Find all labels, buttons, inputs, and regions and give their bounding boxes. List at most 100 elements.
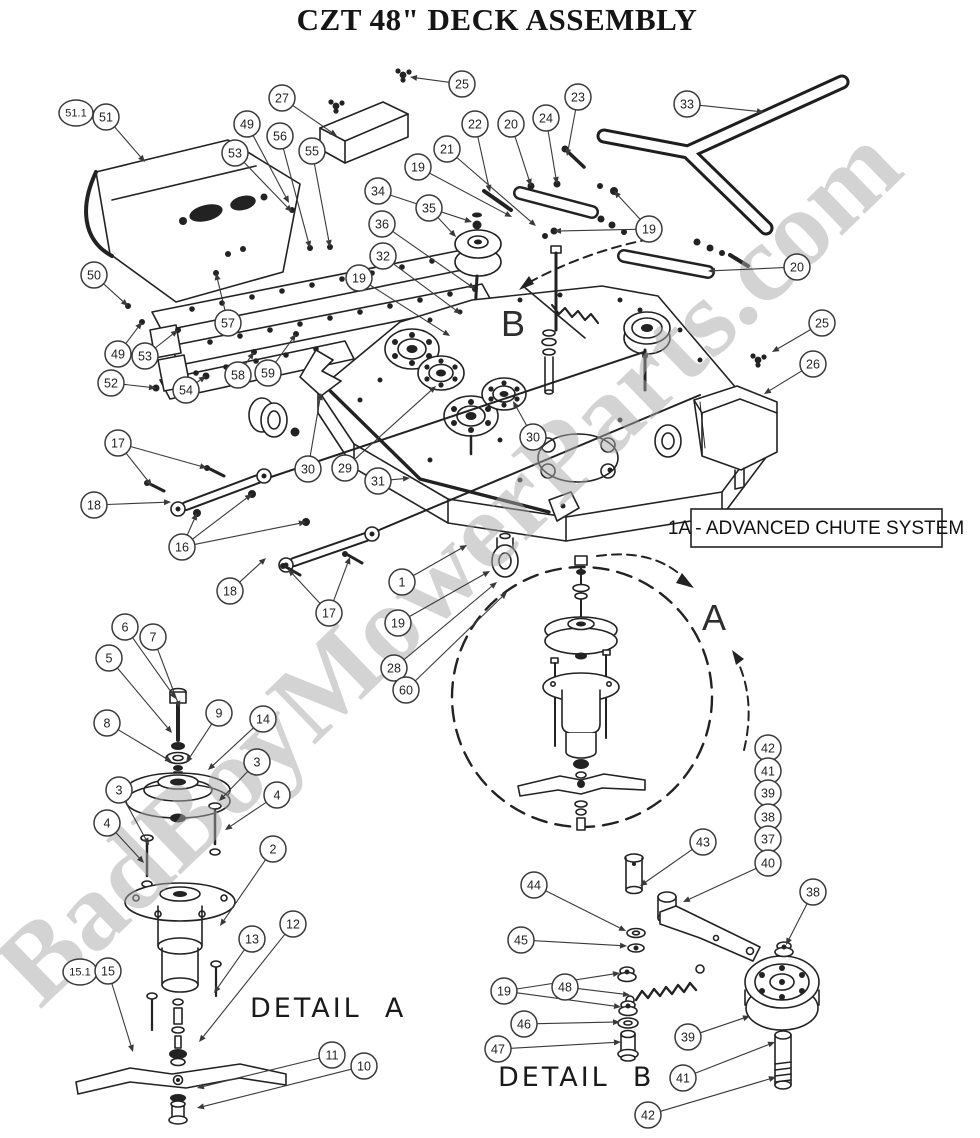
- callout-51: 51: [92, 103, 145, 162]
- callout-24: 24: [532, 104, 560, 184]
- svg-text:7: 7: [150, 631, 157, 645]
- callout-balloon: [80, 261, 108, 289]
- callout-balloon: [172, 376, 200, 404]
- callout-balloon: [388, 568, 416, 596]
- callout-45: 45: [507, 926, 627, 954]
- svg-text:41: 41: [761, 765, 775, 779]
- callout-55: 55: [298, 137, 332, 247]
- svg-text:34: 34: [371, 185, 385, 199]
- svg-text:33: 33: [680, 98, 694, 112]
- svg-text:59: 59: [261, 367, 275, 381]
- callout-balloon: [80, 491, 108, 519]
- callout-32: 32: [369, 242, 461, 314]
- callout-19: 19: [554, 191, 663, 243]
- callout-15.1: 15.1: [62, 958, 98, 986]
- callout-balloon: [214, 309, 242, 337]
- svg-text:21: 21: [440, 143, 454, 157]
- svg-text:22: 22: [468, 118, 482, 132]
- svg-text:39: 39: [681, 1031, 695, 1045]
- callout-balloon: [298, 137, 326, 165]
- svg-text:60: 60: [399, 684, 413, 698]
- callout-balloon: [433, 135, 461, 163]
- callout-balloon: [364, 177, 392, 205]
- callout-33: 33: [673, 90, 764, 118]
- svg-text:28: 28: [387, 662, 401, 676]
- svg-text:2: 2: [270, 843, 277, 857]
- callout-16: 16: [168, 494, 306, 561]
- callout-balloon: [392, 676, 420, 704]
- callout-balloon: [104, 429, 132, 457]
- clutch-pulley: [623, 311, 671, 392]
- callout-balloon: [318, 1041, 346, 1069]
- callout-28: 28: [380, 582, 497, 682]
- callout-balloon: [497, 110, 525, 138]
- callout-balloon: [448, 70, 476, 98]
- callout-balloon: [93, 709, 121, 737]
- detail-b-label: DETAIL B: [498, 1062, 654, 1093]
- callout-balloon: [799, 350, 827, 378]
- callout-balloon: [238, 925, 266, 953]
- svg-text:4: 4: [104, 817, 111, 831]
- callout-balloon: [364, 467, 392, 495]
- view-a-arrowhead: [676, 573, 694, 588]
- callout-30: 30: [513, 401, 547, 451]
- svg-text:51: 51: [99, 111, 113, 125]
- callout-29: 29: [331, 386, 436, 482]
- svg-text:45: 45: [514, 934, 528, 948]
- callout-balloon: [404, 153, 432, 181]
- callout-balloon: [368, 210, 396, 238]
- svg-text:39: 39: [761, 787, 775, 801]
- callout-balloon: [268, 84, 296, 112]
- svg-text:20: 20: [790, 261, 804, 275]
- svg-text:38: 38: [761, 811, 775, 825]
- callout-balloon: [221, 139, 249, 167]
- svg-text:47: 47: [491, 1043, 505, 1057]
- callout-13: 13: [214, 925, 266, 993]
- callout-balloon: [331, 454, 359, 482]
- callout-38: 38: [786, 878, 827, 945]
- svg-text:26: 26: [806, 358, 820, 372]
- callout-41: 41: [669, 1041, 775, 1092]
- svg-text:3: 3: [116, 784, 123, 798]
- callout-balloon: [754, 849, 782, 877]
- svg-text:12: 12: [286, 918, 300, 932]
- brand-logo-mark: [179, 193, 268, 225]
- callout-balloon: [93, 809, 121, 837]
- svg-text:51.1: 51.1: [65, 108, 86, 120]
- callout-balloon: [415, 194, 443, 222]
- callout-19: 19: [490, 971, 621, 1009]
- callout-53: 53: [221, 139, 292, 212]
- svg-text:17: 17: [322, 607, 336, 621]
- callout-21: 21: [433, 135, 536, 226]
- callout-54: 54: [172, 376, 206, 404]
- callout-10: 10: [197, 1052, 378, 1110]
- callout-7: 7: [139, 623, 181, 708]
- callout-11: 11: [197, 1041, 346, 1090]
- callout-balloon: [294, 455, 322, 483]
- callout-1: 1: [388, 545, 467, 596]
- svg-text:50: 50: [87, 269, 101, 283]
- callout-15: 15: [94, 957, 134, 1052]
- svg-text:38: 38: [806, 886, 820, 900]
- callout-balloon: [168, 533, 196, 561]
- svg-text:48: 48: [558, 981, 572, 995]
- view-b-arrowhead: [519, 276, 534, 290]
- callout-balloon: [808, 309, 836, 337]
- callout-3: 3: [105, 776, 149, 845]
- callout-20: 20: [708, 253, 811, 281]
- svg-text:19: 19: [497, 985, 511, 999]
- svg-text:11: 11: [326, 1049, 339, 1063]
- callout-42: 42: [754, 734, 782, 762]
- tension-hardware: [541, 245, 600, 395]
- callout-17: 17: [288, 557, 351, 627]
- tie-rods: [144, 351, 701, 577]
- callout-balloon: [95, 644, 123, 672]
- callout-balloon: [243, 748, 271, 776]
- callout-balloon: [233, 110, 261, 138]
- svg-text:20: 20: [504, 118, 518, 132]
- callout-balloon: [507, 926, 535, 954]
- callout-4: 4: [225, 781, 291, 830]
- callout-47: 47: [484, 1035, 621, 1063]
